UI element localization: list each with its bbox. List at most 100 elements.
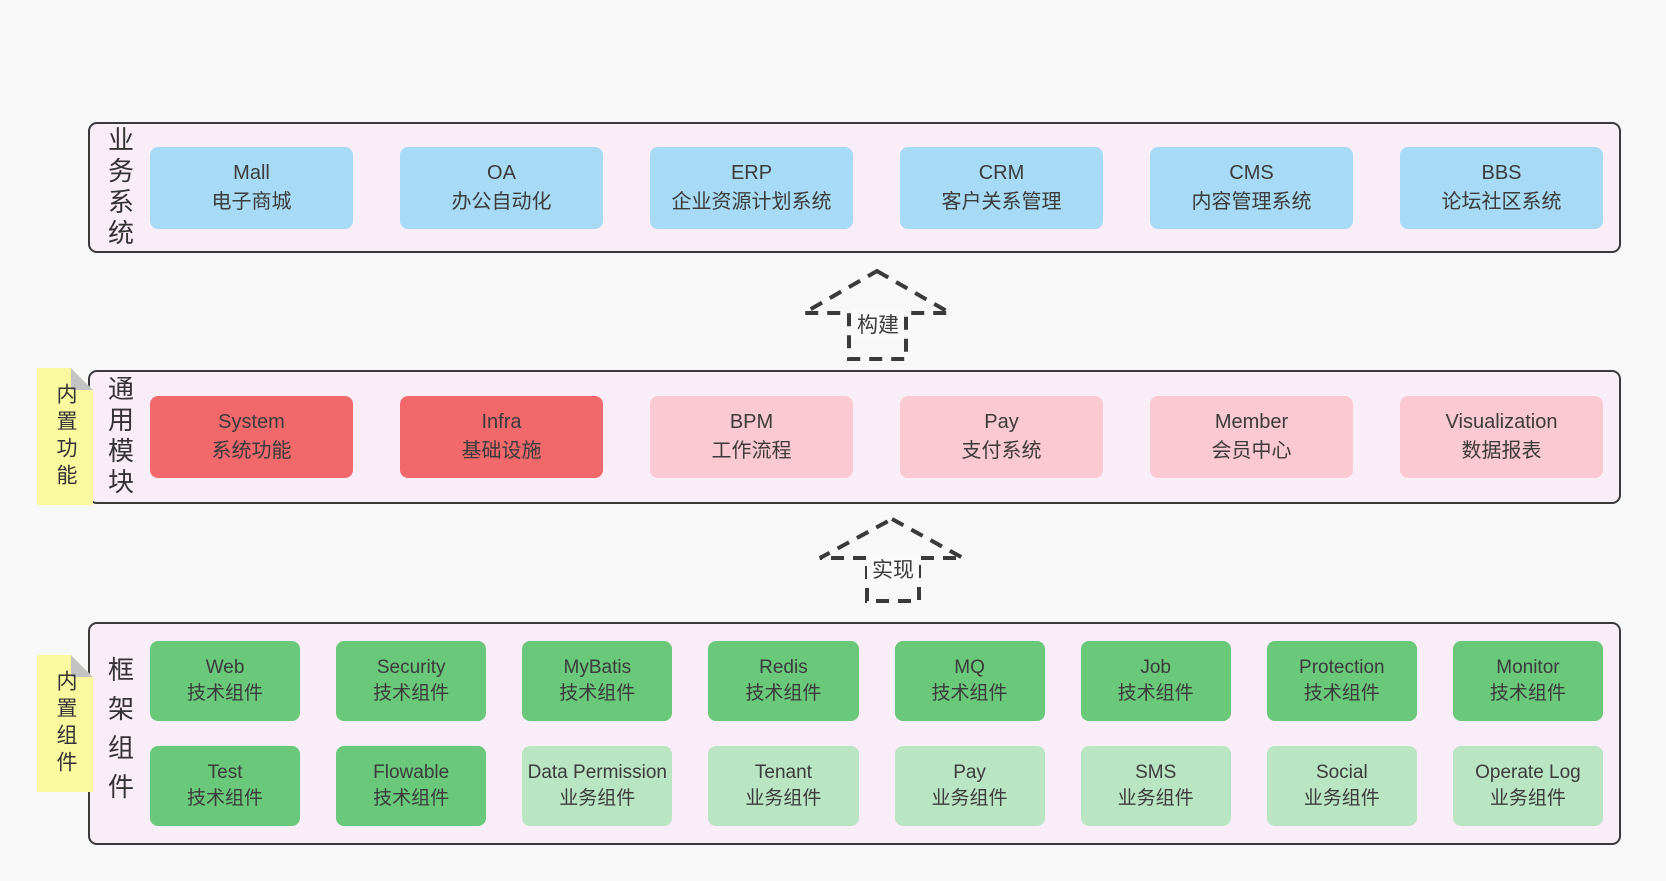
sticky-note-built-in-features: 内置功能 bbox=[37, 368, 93, 505]
node-social: Social 业务组件 bbox=[1266, 746, 1417, 826]
node-subtitle: 论坛社区系统 bbox=[1441, 190, 1562, 213]
node-title: Infra bbox=[481, 411, 522, 433]
node-subtitle: 企业资源计划系统 bbox=[671, 190, 832, 213]
node-member: Member 会员中心 bbox=[1150, 396, 1353, 478]
node-title: Redis bbox=[759, 657, 808, 678]
node-title: Pay bbox=[984, 411, 1019, 433]
node-title: BBS bbox=[1481, 161, 1522, 184]
node-subtitle: 技术组件 bbox=[745, 683, 822, 704]
band-framework-components: 框架组件 Web 技术组件 Security 技术组件 MyBatis 技术组件… bbox=[88, 622, 1621, 845]
node-subtitle: 技术组件 bbox=[373, 788, 450, 809]
node-title: Protection bbox=[1299, 657, 1385, 678]
node-tenant: Tenant 业务组件 bbox=[708, 746, 859, 826]
arrow-implement-label: 实现 bbox=[867, 554, 919, 584]
node-title: Web bbox=[205, 657, 245, 678]
node-subtitle: 技术组件 bbox=[187, 683, 264, 704]
node-subtitle: 业务组件 bbox=[1489, 788, 1566, 809]
sticky-text: 内置组件 bbox=[54, 669, 77, 778]
node-cms: CMS 内容管理系统 bbox=[1150, 146, 1353, 229]
band-label-text: 业务系统 bbox=[104, 125, 135, 250]
node-title: Pay bbox=[953, 762, 986, 783]
components-row-1: Web 技术组件 Security 技术组件 MyBatis 技术组件 Redi… bbox=[150, 641, 1603, 721]
node-mall: Mall 电子商城 bbox=[150, 146, 353, 229]
node-subtitle: 支付系统 bbox=[961, 440, 1042, 462]
dashed-arrow-up-implement bbox=[810, 510, 972, 608]
node-subtitle: 客户关系管理 bbox=[941, 190, 1062, 213]
node-subtitle: 业务组件 bbox=[1303, 788, 1380, 809]
node-operate-log: Operate Log 业务组件 bbox=[1452, 746, 1603, 826]
band-business-systems: 业务系统 Mall 电子商城 OA 办公自动化 ERP 企业资源计划系统 CRM… bbox=[88, 122, 1621, 253]
node-title: Social bbox=[1315, 762, 1368, 783]
node-subtitle: 基础设施 bbox=[461, 440, 542, 462]
node-title: OA bbox=[487, 161, 516, 184]
node-bpm: BPM 工作流程 bbox=[650, 396, 853, 478]
node-subtitle: 系统功能 bbox=[211, 440, 292, 462]
node-title: CRM bbox=[978, 161, 1025, 184]
node-crm: CRM 客户关系管理 bbox=[900, 146, 1103, 229]
node-system: System 系统功能 bbox=[150, 396, 353, 478]
node-title: Operate Log bbox=[1475, 762, 1581, 783]
node-mybatis: MyBatis 技术组件 bbox=[522, 641, 673, 721]
band-business-content: Mall 电子商城 OA 办公自动化 ERP 企业资源计划系统 CRM 客户关系… bbox=[150, 124, 1619, 251]
band-label-text: 框架组件 bbox=[104, 655, 135, 812]
node-subtitle: 内容管理系统 bbox=[1191, 190, 1312, 213]
node-title: Job bbox=[1140, 657, 1171, 678]
node-erp: ERP 企业资源计划系统 bbox=[650, 146, 853, 229]
node-subtitle: 业务组件 bbox=[745, 788, 822, 809]
arrow-up-icon bbox=[796, 268, 958, 361]
dashed-arrow-up-build bbox=[795, 262, 960, 365]
node-pay-component: Pay 业务组件 bbox=[894, 746, 1045, 826]
node-monitor: Monitor 技术组件 bbox=[1452, 641, 1603, 721]
band-label-business: 业务系统 bbox=[90, 124, 150, 251]
node-title: BPM bbox=[729, 411, 774, 433]
band-components-content: Web 技术组件 Security 技术组件 MyBatis 技术组件 Redi… bbox=[150, 624, 1619, 843]
node-title: MQ bbox=[954, 657, 985, 678]
node-subtitle: 技术组件 bbox=[1303, 683, 1380, 704]
node-title: Visualization bbox=[1445, 411, 1558, 433]
node-subtitle: 工作流程 bbox=[711, 440, 792, 462]
node-title: Security bbox=[376, 657, 446, 678]
components-row-2: Test 技术组件 Flowable 技术组件 Data Permission … bbox=[150, 746, 1603, 826]
node-title: ERP bbox=[730, 161, 773, 184]
band-label-components: 框架组件 bbox=[90, 624, 150, 843]
node-sms: SMS 业务组件 bbox=[1080, 746, 1231, 826]
node-subtitle: 业务组件 bbox=[931, 788, 1008, 809]
node-redis: Redis 技术组件 bbox=[708, 641, 859, 721]
node-subtitle: 业务组件 bbox=[559, 788, 636, 809]
node-subtitle: 技术组件 bbox=[187, 788, 264, 809]
band-common-modules: 通用模块 System 系统功能 Infra 基础设施 BPM 工作流程 Pay… bbox=[88, 370, 1621, 504]
node-subtitle: 技术组件 bbox=[1489, 683, 1566, 704]
band-label-text: 通用模块 bbox=[104, 375, 135, 499]
node-title: CMS bbox=[1229, 161, 1274, 184]
node-subtitle: 技术组件 bbox=[373, 683, 450, 704]
node-oa: OA 办公自动化 bbox=[400, 146, 603, 229]
node-title: Member bbox=[1214, 411, 1289, 433]
node-title: SMS bbox=[1135, 762, 1177, 783]
node-title: System bbox=[218, 411, 285, 433]
node-title: Test bbox=[207, 762, 243, 783]
band-label-modules: 通用模块 bbox=[90, 372, 150, 502]
node-mq: MQ 技术组件 bbox=[894, 641, 1045, 721]
node-job: Job 技术组件 bbox=[1080, 641, 1231, 721]
node-title: Tenant bbox=[754, 762, 812, 783]
node-bbs: BBS 论坛社区系统 bbox=[1400, 146, 1603, 229]
node-subtitle: 技术组件 bbox=[1117, 683, 1194, 704]
node-title: MyBatis bbox=[563, 657, 632, 678]
node-subtitle: 技术组件 bbox=[931, 683, 1008, 704]
node-subtitle: 数据报表 bbox=[1461, 440, 1542, 462]
arrow-build-label: 构建 bbox=[852, 309, 904, 339]
band-modules-content: System 系统功能 Infra 基础设施 BPM 工作流程 Pay 支付系统… bbox=[150, 372, 1619, 502]
node-title: Monitor bbox=[1496, 657, 1560, 678]
node-flowable: Flowable 技术组件 bbox=[336, 746, 487, 826]
arrow-up-icon bbox=[819, 516, 964, 603]
node-protection: Protection 技术组件 bbox=[1266, 641, 1417, 721]
sticky-note-built-in-components: 内置组件 bbox=[37, 655, 93, 792]
node-subtitle: 办公自动化 bbox=[451, 190, 552, 213]
node-subtitle: 业务组件 bbox=[1117, 788, 1194, 809]
node-subtitle: 电子商城 bbox=[211, 190, 292, 213]
sticky-text: 内置功能 bbox=[54, 382, 77, 491]
node-subtitle: 会员中心 bbox=[1211, 440, 1292, 462]
node-infra: Infra 基础设施 bbox=[400, 396, 603, 478]
node-title: Flowable bbox=[373, 762, 450, 783]
